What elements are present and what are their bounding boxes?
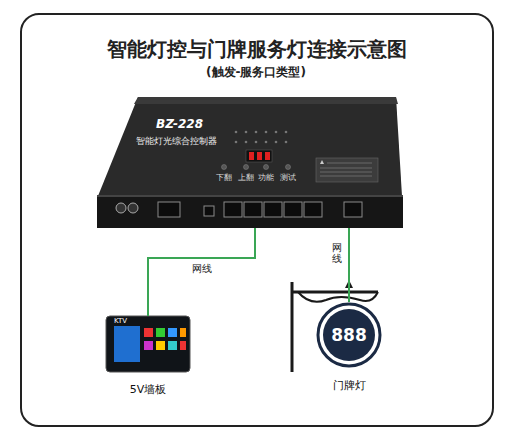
model-number: BZ-228 — [156, 117, 203, 131]
led-display — [246, 150, 272, 162]
controller-edge — [134, 97, 398, 104]
led-digit — [257, 152, 262, 160]
sign-caption: 门牌灯 — [333, 378, 366, 393]
door-sign: 888门牌灯 — [316, 302, 382, 368]
panel-screen — [114, 326, 140, 362]
subtitle: (触发-服务口类型) — [206, 64, 306, 81]
round-connector — [116, 203, 126, 213]
rj45-ports — [158, 202, 362, 217]
warning-sticker — [316, 158, 378, 182]
button-label: 功能 — [258, 172, 274, 183]
controller-front — [97, 196, 403, 228]
sticker-lines — [320, 163, 372, 176]
panel-keys — [144, 328, 186, 350]
controller-ridge — [97, 195, 403, 197]
device-name: 智能灯光综合控制器 — [136, 135, 217, 148]
panel-body — [106, 316, 190, 372]
round-connector — [128, 203, 138, 213]
edge-label: 网线 — [191, 262, 213, 276]
buttons — [222, 165, 291, 170]
indicator-leds — [235, 131, 288, 144]
wall-panel: KTV5V墙板 — [106, 316, 190, 372]
controller-device: BZ-228 智能灯光综合控制器 — [98, 97, 402, 228]
button-label: 测试 — [280, 172, 296, 183]
page-frame — [21, 14, 493, 426]
controller-top — [98, 97, 402, 196]
network-cable — [148, 228, 255, 316]
edge-label: 网线 — [331, 242, 343, 264]
led-digit — [249, 152, 254, 160]
network-cable — [348, 228, 350, 302]
panel-caption: 5V墙板 — [130, 382, 167, 397]
led-digit — [265, 152, 270, 160]
room-number: 888 — [331, 325, 367, 345]
button-label: 上翻 — [238, 172, 254, 183]
warning-icon — [320, 160, 324, 164]
diagram-title: 智能灯控与门牌服务灯连接示意图 — [0, 36, 513, 63]
panel-brand: KTV — [114, 317, 127, 325]
button-label: 下翻 — [216, 172, 232, 183]
